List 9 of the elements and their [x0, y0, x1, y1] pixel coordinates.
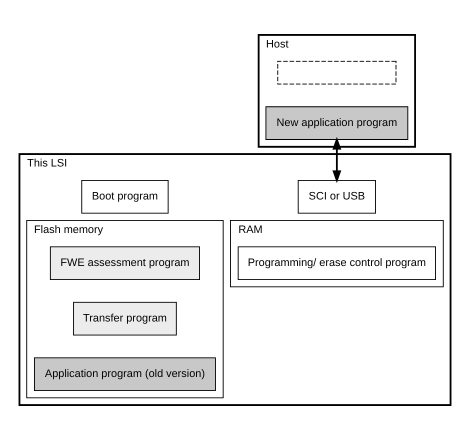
- node-box: FWE assessment program: [50, 246, 200, 280]
- node-box: New application program: [265, 106, 408, 140]
- node-box: [277, 60, 396, 84]
- node-box: Boot program: [81, 179, 169, 214]
- node-box: Programming/ erase control program: [238, 246, 436, 280]
- node-box: Transfer program: [73, 301, 177, 335]
- node-box: Application program (old version): [34, 356, 216, 390]
- node-box: SCI or USB: [298, 179, 376, 214]
- arrow: [332, 136, 342, 183]
